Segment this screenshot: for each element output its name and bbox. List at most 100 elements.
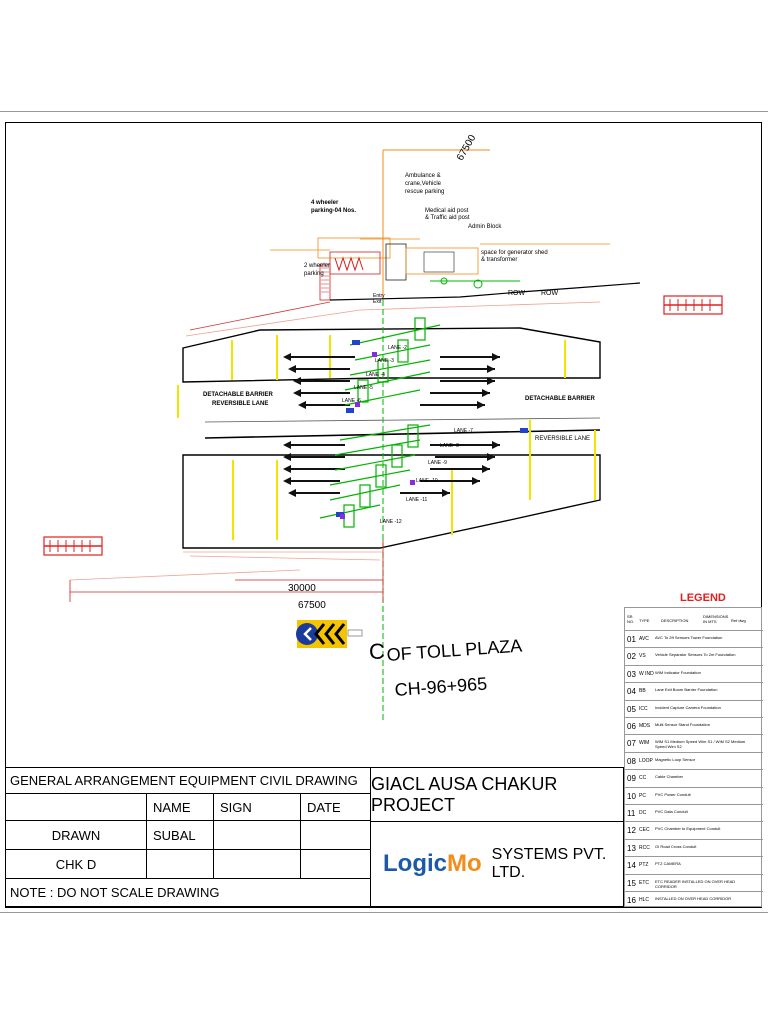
legend-header-cell: DESCRIPTION: [661, 618, 689, 623]
logo-text-logic: Logic: [383, 850, 447, 877]
lane-label: LANE -6: [342, 398, 361, 404]
chevron-sign: [296, 620, 363, 648]
legend-type: LOOP: [639, 757, 653, 764]
legend-desc: Magnetic Loop Sensor: [655, 756, 696, 762]
legend-type: ETC: [639, 879, 649, 886]
lane-label: LANE -2: [388, 345, 407, 351]
legend-no: 16: [627, 896, 636, 905]
legend-no: 15: [627, 878, 636, 888]
drawn-label-cell: DRAWN: [5, 820, 147, 850]
entry-exit-label: Entry Exit: [373, 293, 385, 305]
lane-arrow-row: [283, 477, 340, 485]
legend-no: 04: [627, 687, 636, 697]
legend-no: 13: [627, 843, 636, 853]
equipment-blue-markers: [336, 340, 528, 517]
company-logo: LogicMo: [383, 850, 482, 878]
project-title: GIACL AUSA CHAKUR PROJECT: [371, 773, 558, 815]
label-line: parking: [304, 271, 324, 277]
label-line: Entry: [373, 293, 385, 299]
lane-label: LANE -11: [406, 497, 428, 503]
legend-no: 08: [627, 756, 636, 766]
legend-type: BB: [639, 688, 646, 695]
legend-no: 02: [627, 652, 636, 662]
note-text: NOTE : DO NOT SCALE DRAWING: [10, 885, 220, 900]
ambulance-label: Ambulance & crane,Vehicle rescue parking: [405, 172, 444, 196]
legend-desc: Cable Chamber: [655, 774, 684, 780]
reversible-lane-left: REVERSIBLE LANE: [212, 401, 269, 407]
legend-desc: Lane Exit Boom Barrier Foundation: [655, 687, 718, 693]
label-line: 2 wheeler: [304, 263, 331, 269]
two-wheeler-label: 2 wheeler parking: [304, 262, 330, 278]
checked-sign-cell: [213, 849, 301, 879]
four-wheeler-label: 4 wheeler parking-04 Nos.: [311, 199, 356, 215]
legend-no: 07: [627, 739, 636, 749]
lane-arrow-row: [435, 453, 495, 461]
drawn-name-cell: SUBAL: [146, 820, 214, 850]
lane-arrows: [283, 353, 500, 497]
sign-header-cell: SIGN: [213, 793, 301, 821]
legend-desc: PVC Chamber to Equipment Conduit: [655, 826, 721, 832]
legend-header: SR. NO. TYPE DESCRIPTION DIMENSIONS IN M…: [625, 608, 763, 630]
lane-label: LANE -12: [380, 519, 402, 525]
legend-no: 11: [627, 809, 636, 818]
barrier-symbol-left: [43, 536, 103, 556]
lane-label: LANE -3: [375, 358, 394, 364]
legend-desc: PTZ CAMERA: [655, 861, 681, 867]
legend-desc: ETC READER INSTALLED ON OVER HEAD CORRID…: [655, 878, 736, 889]
lane-arrow-row: [430, 389, 490, 397]
legend-header-cell: TYPE: [639, 618, 650, 623]
lane-arrow-row: [440, 353, 500, 361]
company-name: SYSTEMS PVT. LTD.: [491, 846, 607, 881]
label-line: rescue parking: [405, 189, 445, 195]
label-line: crane,Vehicle: [405, 181, 442, 187]
legend-no: 03: [627, 669, 636, 679]
company-cell: LogicMo SYSTEMS PVT. LTD.: [370, 821, 624, 907]
date-header-cell: DATE: [300, 793, 371, 821]
legend-header-cell: SR. NO.: [627, 614, 635, 624]
sheet-bottom-rule: [0, 912, 768, 913]
row-lines: [185, 282, 641, 337]
lane-arrow-row: [283, 453, 345, 461]
checked-label-cell: CHK D: [5, 849, 147, 879]
drawn-sign-cell: [213, 820, 301, 850]
blank-cell: [5, 793, 147, 821]
lane-label: LANE -7: [454, 428, 473, 434]
legend-desc: PVC Power Conduit: [655, 791, 691, 797]
legend-desc: WIM Indicator Foundation: [655, 669, 701, 675]
project-cell: GIACL AUSA CHAKUR PROJECT: [370, 767, 624, 822]
lane-arrow-row: [293, 389, 350, 397]
lane-arrow-row: [293, 377, 350, 385]
lane-label: LANE -5: [354, 385, 373, 391]
drawing-title-cell: GENERAL ARRANGEMENT EQUIPMENT CIVIL DRAW…: [5, 767, 371, 794]
legend-desc: AVC To 2ft Sensors Tower Foundation: [655, 635, 723, 640]
title-block: GENERAL ARRANGEMENT EQUIPMENT CIVIL DRAW…: [5, 767, 624, 907]
label-line: & transformer: [481, 257, 518, 263]
legend-type: RCC: [639, 844, 650, 851]
dimension-bottom: 30000 67500: [69, 540, 384, 611]
legend-type: CEC: [639, 827, 650, 834]
checked-date-cell: [300, 849, 371, 879]
row-right-label: ROW: [541, 290, 559, 297]
label-line: Medical aid post: [425, 208, 469, 214]
lane-label: LANE -9: [428, 460, 447, 466]
legend-table: SR. NO. TYPE DESCRIPTION DIMENSIONS IN M…: [624, 607, 763, 909]
label-line: Exit: [373, 299, 382, 305]
label-line: & Traffic aid post: [425, 215, 470, 221]
legend-type: HLC: [639, 897, 650, 903]
detachable-barrier-left: DETACHABLE BARRIER: [203, 392, 273, 398]
note-cell: NOTE : DO NOT SCALE DRAWING: [5, 878, 371, 907]
reversible-lane-right: REVERSIBLE LANE: [535, 436, 591, 442]
lane-label: LANE -10: [416, 478, 438, 484]
legend-type: VS: [639, 653, 646, 660]
